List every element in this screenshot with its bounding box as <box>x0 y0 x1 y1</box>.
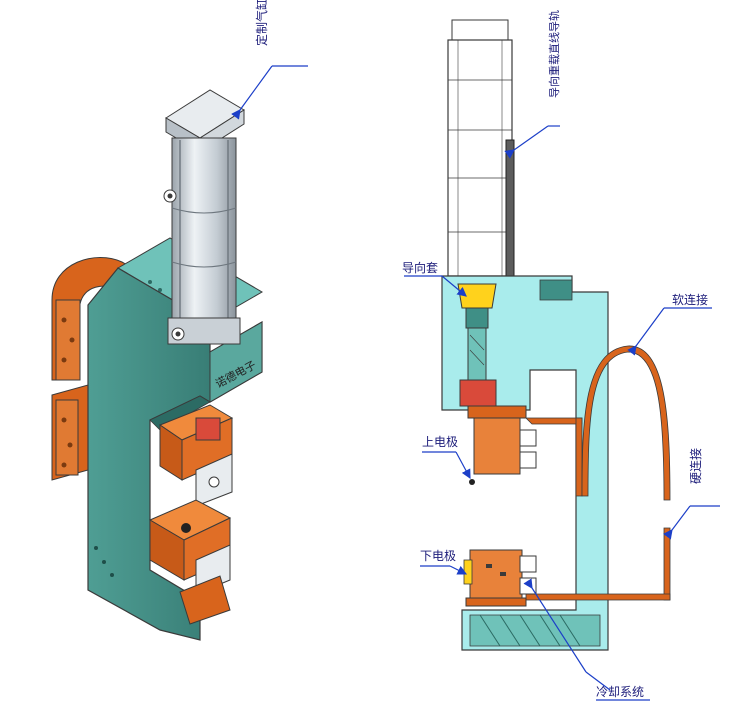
cylinder-3d <box>163 89 245 345</box>
upper-electrode-3d <box>158 404 234 507</box>
guide-sleeve-label: 导向套 <box>402 260 438 275</box>
guide-sleeve-leader-line <box>441 275 467 297</box>
cylinder-label: 定制气缸 <box>254 0 269 46</box>
machine-3d-view: 诺德电子 <box>51 0 308 641</box>
lower-bus-bar-3d <box>51 384 89 481</box>
hard-connector-label: 硬连接 <box>688 448 703 484</box>
piston-rod <box>459 327 497 407</box>
soft-connector-label: 软连接 <box>672 292 708 307</box>
cooling-system-label: 冷却系统 <box>596 685 644 699</box>
linear-guide-label: 导向重载直线导轨 <box>547 10 561 98</box>
soft-connector-3d <box>51 257 133 381</box>
linear-guide-leader-line <box>504 125 549 159</box>
soft-connector-section <box>525 345 671 501</box>
cylinder-leader-line <box>231 65 273 120</box>
machine-section-view: 导向重载直线导轨 导向套 软连接 上电极 硬连接 下电极 冷却系统 <box>402 10 720 701</box>
cylinder-section <box>447 19 513 277</box>
cooling-system-leader-line-2 <box>585 671 611 691</box>
lower-electrode-label: 下电极 <box>420 549 456 563</box>
upper-electrode-leader-line <box>455 451 471 480</box>
cooling-system-leader-line <box>523 578 587 673</box>
c-frame-3d <box>87 267 263 641</box>
hard-connector-leader-line <box>663 505 691 540</box>
lower-electrode-3d <box>148 499 232 625</box>
upper-electrode-label: 上电极 <box>422 435 458 449</box>
soft-connector-leader-line <box>627 307 665 356</box>
lower-electrode-leader-line <box>449 565 468 575</box>
upper-electrode-section <box>467 405 537 485</box>
lower-electrode-section <box>463 549 537 607</box>
